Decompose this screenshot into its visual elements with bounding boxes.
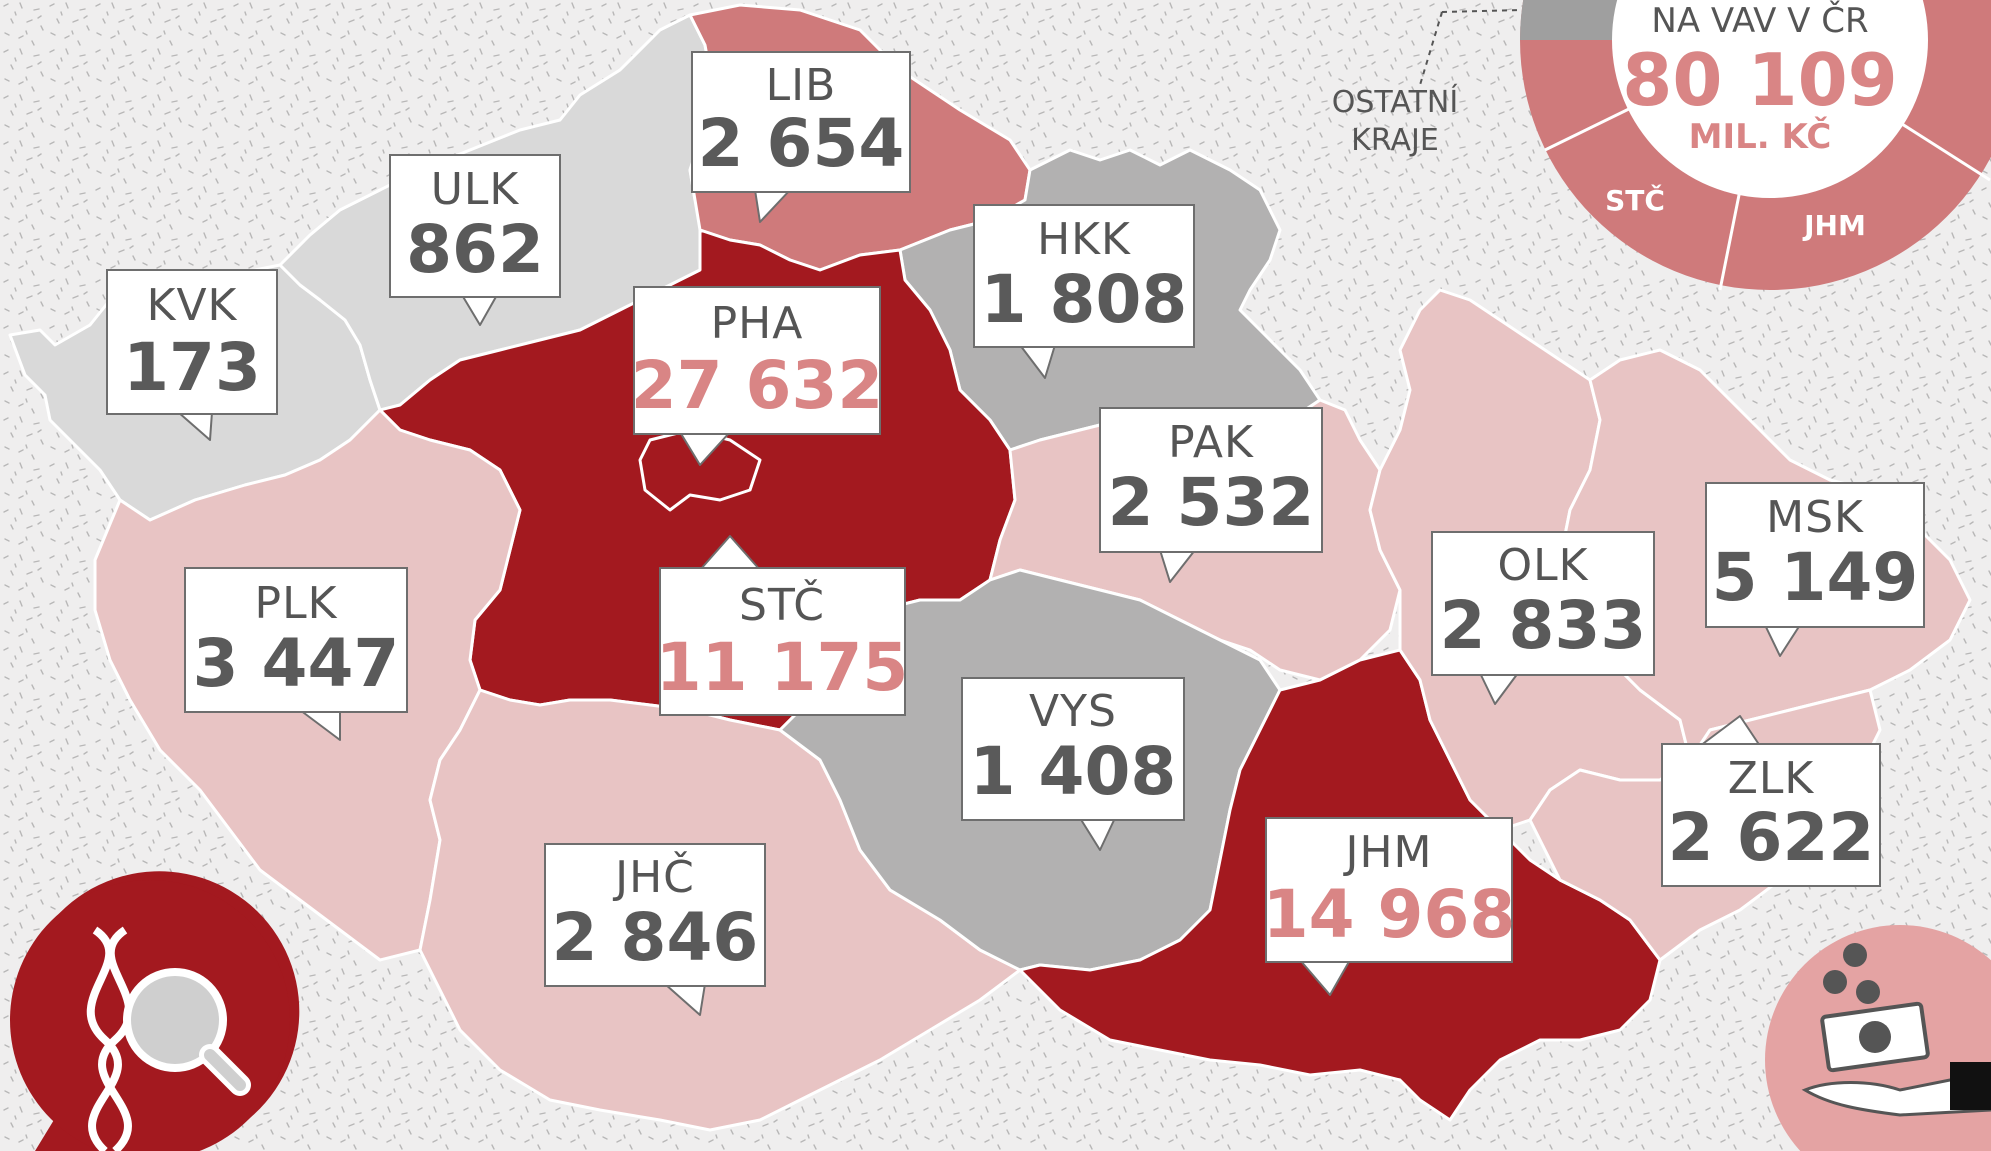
label-pha: PHA 27 632 (631, 286, 884, 466)
label-jhc: JHČ 2 846 (544, 843, 766, 1016)
label-stc: STČ 11 175 (656, 535, 909, 716)
label-value: 1 408 (970, 733, 1177, 810)
label-value: 173 (123, 329, 261, 406)
label-code: JHM (1342, 827, 1432, 878)
label-code: PAK (1168, 417, 1254, 468)
label-code: PHA (711, 298, 804, 349)
label-value: 2 654 (698, 105, 905, 182)
label-value: 11 175 (656, 629, 909, 706)
label-value: 2 532 (1108, 464, 1315, 541)
donut-unit: MIL. KČ (1689, 116, 1832, 157)
label-value: 2 846 (552, 899, 759, 976)
other-regions-label-2: KRAJE (1351, 123, 1439, 158)
leader-line (1419, 11, 1443, 86)
donut-label-jhm: JHM (1802, 209, 1866, 242)
label-zlk: ZLK 2 622 (1661, 715, 1881, 887)
label-value: 3 447 (193, 625, 400, 702)
label-code: STČ (739, 578, 825, 631)
other-regions-label-1: OSTATNÍ (1332, 84, 1458, 120)
label-value: 1 808 (981, 261, 1188, 338)
donut-label-stc: STČ (1605, 183, 1665, 217)
label-value: 14 968 (1263, 876, 1516, 953)
label-msk: MSK 5 149 (1705, 482, 1925, 657)
label-hkk: HKK 1 808 (973, 204, 1195, 379)
region-labels: LIB 2 654 ULK 862 KVK 173 PHA 27 632 (106, 51, 1925, 1016)
label-code: ULK (431, 164, 520, 215)
label-ulk: ULK 862 (389, 154, 561, 326)
label-code: LIB (766, 60, 837, 111)
label-kvk: KVK 173 (106, 269, 278, 441)
label-plk: PLK 3 447 (184, 567, 408, 741)
label-code: VYS (1029, 686, 1117, 737)
label-value: 862 (406, 211, 544, 288)
label-vys: VYS 1 408 (961, 677, 1185, 851)
label-jhm: JHM 14 968 (1263, 817, 1516, 996)
dna-magnifier-icon (10, 871, 300, 1151)
label-pak: PAK 2 532 (1099, 407, 1323, 583)
money-hand-icon (1765, 925, 1991, 1151)
label-code: JHČ (612, 850, 695, 903)
label-value: 2 833 (1440, 587, 1647, 664)
label-lib: LIB 2 654 (691, 51, 911, 223)
label-value: 27 632 (631, 347, 884, 424)
label-value: 5 149 (1712, 539, 1919, 616)
label-value: 2 622 (1668, 799, 1875, 876)
label-code: ZLK (1728, 753, 1815, 804)
label-olk: OLK 2 833 (1431, 531, 1655, 705)
total-donut: OSTATNÍ KRAJE STČ JHM NA VAV V ČR 80 109… (1332, 0, 1991, 291)
label-code: HKK (1037, 214, 1131, 265)
donut-caption: NA VAV V ČR (1651, 0, 1868, 41)
label-code: OLK (1498, 540, 1589, 591)
label-code: PLK (255, 578, 338, 629)
leader-line (1441, 9, 1521, 13)
label-code: MSK (1766, 492, 1864, 543)
label-code: KVK (147, 280, 238, 331)
donut-hole (1612, 0, 1928, 198)
donut-total: 80 109 (1622, 38, 1898, 122)
